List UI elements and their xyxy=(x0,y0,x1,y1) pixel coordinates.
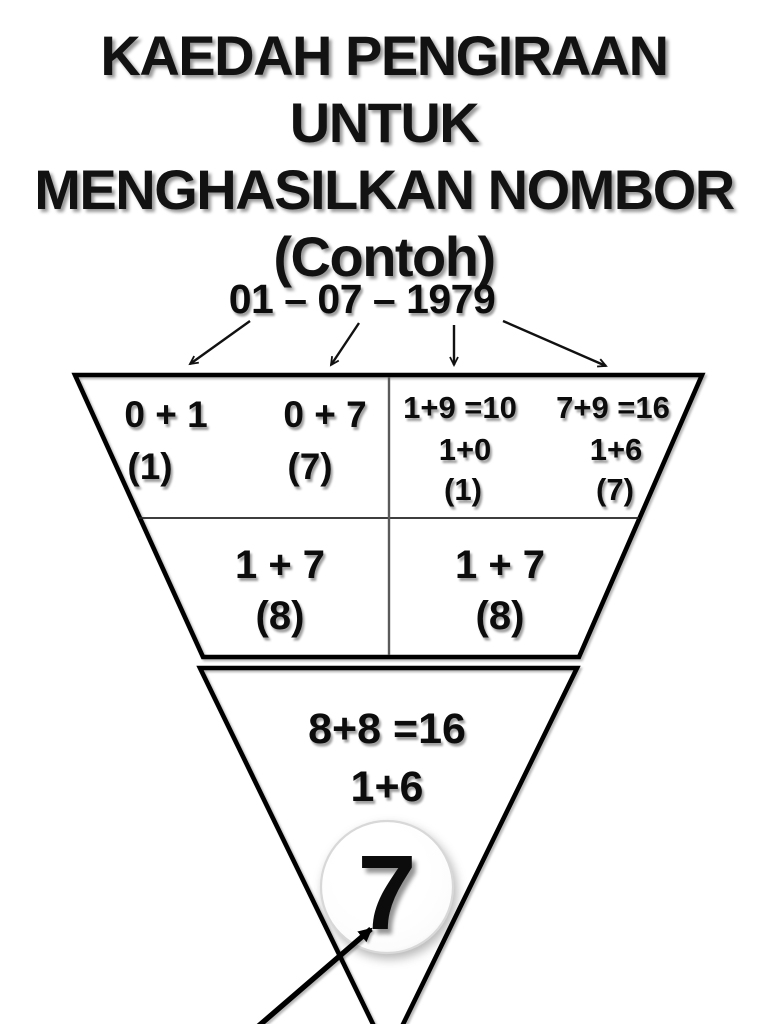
slide-title-line-2: MENGHASILKAN NOMBOR xyxy=(34,158,735,221)
funnel-apex-triangle-outline xyxy=(196,665,581,1024)
cell-year2-sum: 7+9 =16 xyxy=(556,390,670,425)
cell-year2-reduce: 1+6 xyxy=(589,432,643,467)
cell-year1-sum: 1+9 =10 xyxy=(403,390,517,425)
date-arrow-month-icon xyxy=(329,322,360,367)
date-split-arrows xyxy=(188,319,608,368)
cell-year2-result: (7) xyxy=(596,472,634,507)
date-arrow-day-icon xyxy=(188,320,251,366)
date-arrow-year2-icon xyxy=(502,319,608,368)
final-number-circle xyxy=(319,819,455,955)
cell-row2-right-expression: 1 + 7 xyxy=(454,543,546,587)
funnel-trapezoid-outline xyxy=(71,372,706,660)
cell-year1-reduce: 1+0 xyxy=(438,432,492,467)
slide-title: KAEDAH PENGIRAAN UNTUK MENGHASILKAN NOMB… xyxy=(0,22,768,290)
date-label: 01 – 07 – 1979 xyxy=(228,276,496,322)
apex-reduce: 1+6 xyxy=(350,763,424,811)
cell-row2-left-result: (8) xyxy=(255,594,305,638)
cell-day-result: (1) xyxy=(127,446,173,487)
apex-sum: 8+8 =16 xyxy=(308,705,466,753)
slide-title-line-3: (Contoh) xyxy=(273,225,496,288)
result-pointer-arrow-icon xyxy=(256,926,373,1024)
cell-month-result: (7) xyxy=(287,446,333,487)
cell-row2-right-result: (8) xyxy=(475,594,525,638)
cell-row2-left-expression: 1 + 7 xyxy=(234,543,326,587)
slide-title-line-1: KAEDAH PENGIRAAN UNTUK xyxy=(100,24,669,154)
cell-year1-result: (1) xyxy=(444,472,482,507)
cell-month-expression: 0 + 7 xyxy=(283,394,367,435)
cell-day-expression: 0 + 1 xyxy=(124,394,208,435)
